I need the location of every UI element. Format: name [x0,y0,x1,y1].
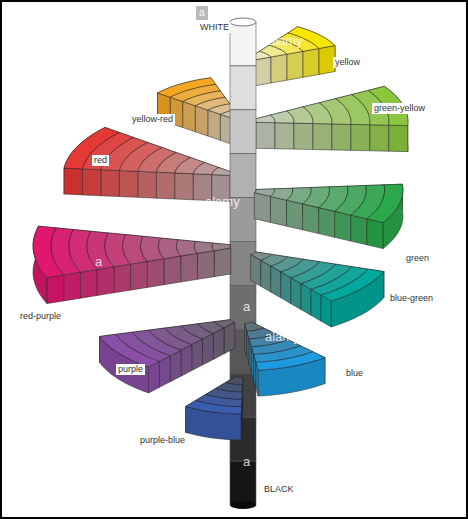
value-step [230,154,256,198]
chroma-block [335,211,351,241]
chroma-block [64,168,82,195]
chroma-block [351,215,367,245]
chroma-block [321,269,384,301]
chroma-block [214,248,231,277]
chroma-block [270,196,286,226]
watermark: a [95,255,102,269]
chroma-block [303,48,319,77]
chroma-block [194,241,214,253]
chroma-block [183,101,196,131]
hue-label: green [404,253,431,264]
chroma-block [389,125,408,151]
chroma-block [164,256,181,285]
chroma-block [119,171,137,198]
watermark: a [243,300,250,314]
chroma-block [156,172,174,199]
chroma-block [114,264,131,293]
chroma-block [303,204,319,234]
chroma-block [176,240,197,256]
chroma-block [275,123,294,149]
chroma-block [64,127,119,169]
chroma-block [271,54,287,83]
chroma-block [101,170,119,197]
watermark: alamy [205,195,240,209]
hue-label: blue [344,368,365,379]
watermark: alamy [268,34,303,48]
column-base [230,501,256,509]
hue-label: BLACK [262,484,296,495]
chroma-block [367,184,403,222]
chroma-block [100,334,160,367]
hue-slab [100,320,235,393]
chroma-block [186,400,242,414]
chroma-block [287,200,303,230]
hue-slab [245,322,325,396]
chroma-block [131,261,148,290]
chroma-block [208,110,221,140]
hue-label: purple-blue [138,435,187,446]
chroma-block [82,169,100,196]
value-step [230,22,256,66]
hue-slab [64,127,233,201]
chroma-block [33,226,64,277]
hue-slab [254,184,403,248]
watermark-box: a [196,6,208,20]
hue-slab [254,86,408,151]
chroma-block [158,78,216,97]
chroma-block [319,208,335,238]
chroma-block [254,189,274,197]
chroma-block [147,259,164,288]
chroma-block [80,270,97,299]
chroma-block [367,219,383,249]
chroma-block [351,124,370,150]
chroma-block [181,253,198,282]
chroma-block [370,125,389,151]
watermark: alamy [265,330,300,344]
chroma-block [197,251,214,280]
chroma-block [64,272,81,301]
watermark: a [397,260,404,274]
chroma-block [138,171,156,198]
column-top [230,18,256,26]
hue-label: purple [116,364,145,375]
chroma-block [212,243,231,251]
chroma-block [287,51,303,80]
hue-label: yellow-red [130,114,175,125]
chroma-block [47,275,64,304]
hue-label: blue-green [388,293,435,304]
hue-slab [250,27,335,86]
hue-label: yellow [333,57,362,68]
chroma-block [254,193,270,223]
hue-label: green-yellow [372,103,427,114]
chroma-block [294,123,313,149]
chroma-block [97,267,114,296]
hue-label: red [92,155,109,166]
hue-slab [186,376,243,440]
value-step [230,110,256,154]
hue-slab [33,226,231,303]
chroma-block [175,173,193,200]
hue-slab [251,252,384,327]
value-step [230,66,256,110]
hue-label: WHITE [198,22,231,33]
chroma-block [313,124,332,150]
chroma-block [255,57,271,86]
hue-slab [158,78,240,145]
chroma-block [332,124,351,150]
chroma-block [195,106,208,136]
hue-label: red-purple [18,311,63,322]
chroma-block [256,352,325,370]
watermark: a [243,455,250,469]
chroma-block [256,122,275,148]
